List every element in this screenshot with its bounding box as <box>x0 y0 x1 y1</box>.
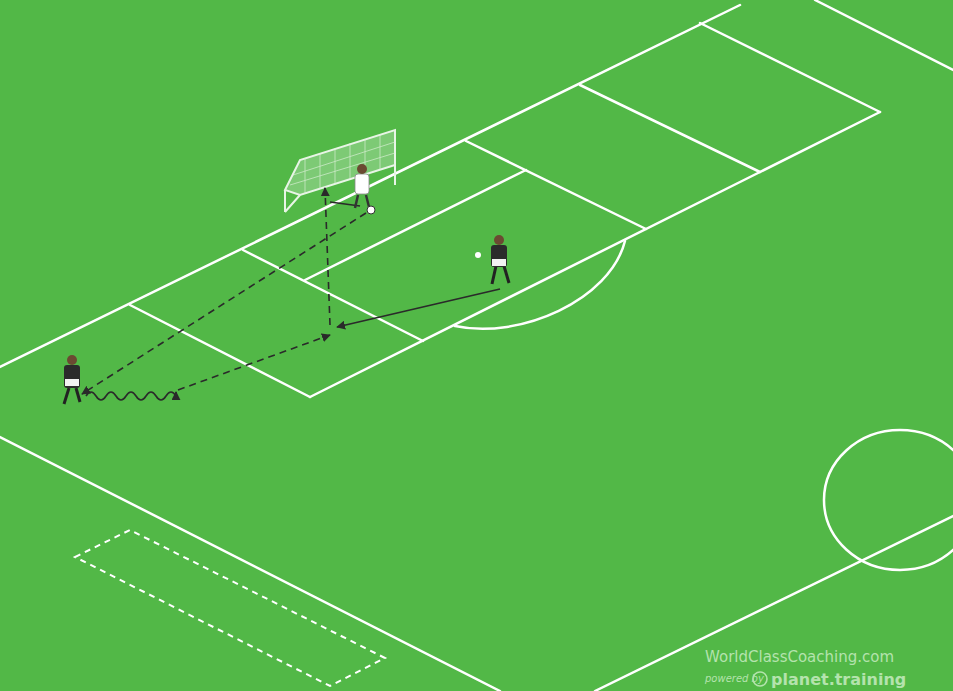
watermark-brand: planet.training <box>771 670 906 689</box>
winger <box>64 355 80 404</box>
watermark-text: powered by <box>705 673 764 684</box>
watermark-text: WorldClassCoaching.com <box>705 648 894 666</box>
goalkeeper <box>355 164 375 214</box>
attacker <box>475 235 509 284</box>
